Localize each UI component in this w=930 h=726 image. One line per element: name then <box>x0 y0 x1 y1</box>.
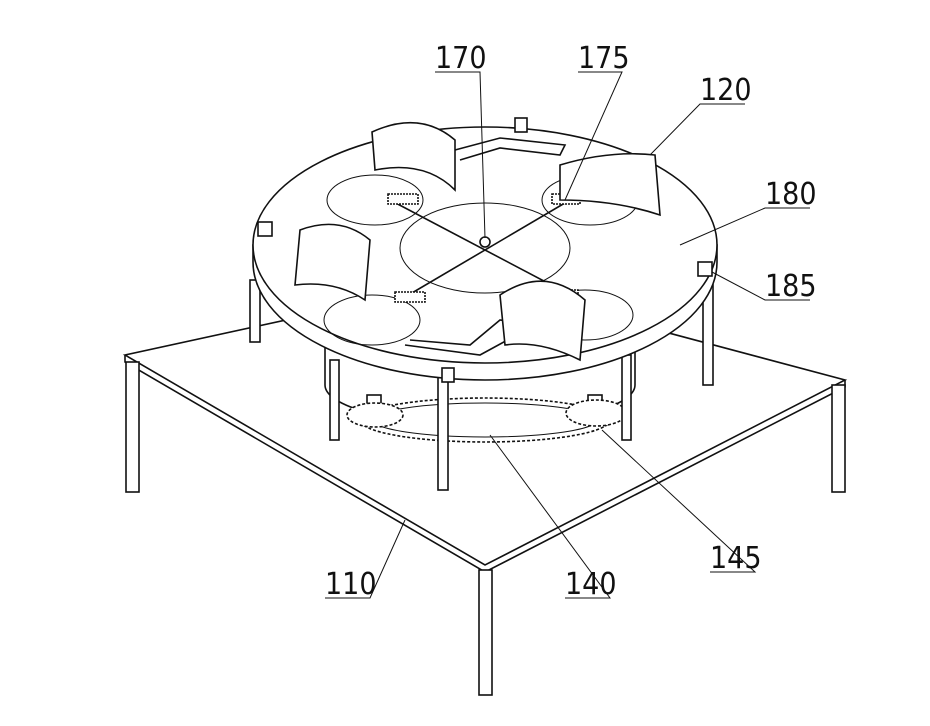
label-140: 140 <box>565 567 617 602</box>
label-110: 110 <box>325 567 377 602</box>
label-180: 180 <box>765 177 817 212</box>
label-120: 120 <box>700 73 752 108</box>
rotary-disc <box>252 117 718 383</box>
label-170: 170 <box>435 41 487 76</box>
leader-lines <box>325 71 810 599</box>
label-185: 185 <box>765 269 817 304</box>
label-175: 175 <box>578 41 630 76</box>
label-145: 145 <box>710 541 762 576</box>
small-gear-left <box>346 394 404 428</box>
